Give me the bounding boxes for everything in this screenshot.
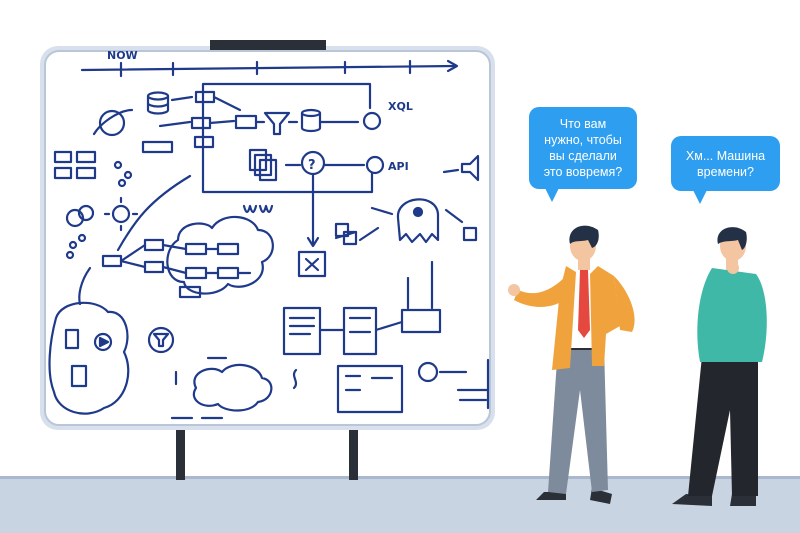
- speaker-icon: [460, 154, 480, 182]
- board-label-now: NOW: [107, 49, 138, 62]
- gear-icon: [111, 204, 131, 224]
- board-label-api: API: [388, 160, 409, 173]
- speech-line: Что вам: [559, 117, 607, 131]
- cloud-icon: [166, 215, 274, 295]
- whiteboard: [40, 40, 495, 430]
- speech-bubble-answer: Хм... Машина времени?: [671, 136, 780, 204]
- bubble-tail: [693, 190, 707, 204]
- board-label-xql: XQL: [388, 100, 413, 113]
- speech-line: Хм... Машина: [685, 148, 766, 163]
- board-leg-right: [349, 430, 358, 480]
- board-label-question: ?: [308, 158, 316, 173]
- planet-icon: [98, 109, 126, 137]
- man-teal-sweater: [672, 227, 767, 506]
- database-icon: [146, 91, 170, 115]
- funnel-icon: [263, 111, 291, 136]
- speech-line: нужно, чтобы: [544, 133, 622, 147]
- speech-line: вы сделали: [549, 149, 617, 163]
- speech-line: это вовремя?: [543, 165, 623, 179]
- bubble-tail: [545, 188, 559, 202]
- speech-bubble-question: Что вам нужно, чтобы вы сделали это вовр…: [529, 107, 637, 202]
- floor: [0, 478, 800, 533]
- board-clip: [210, 40, 326, 50]
- play-icon: [93, 332, 113, 352]
- board-leg-left: [176, 430, 185, 480]
- man-orange-jacket: [508, 225, 635, 504]
- alien-icon: [396, 198, 440, 244]
- speech-line: времени?: [697, 164, 754, 179]
- board-diagram: [48, 59, 490, 420]
